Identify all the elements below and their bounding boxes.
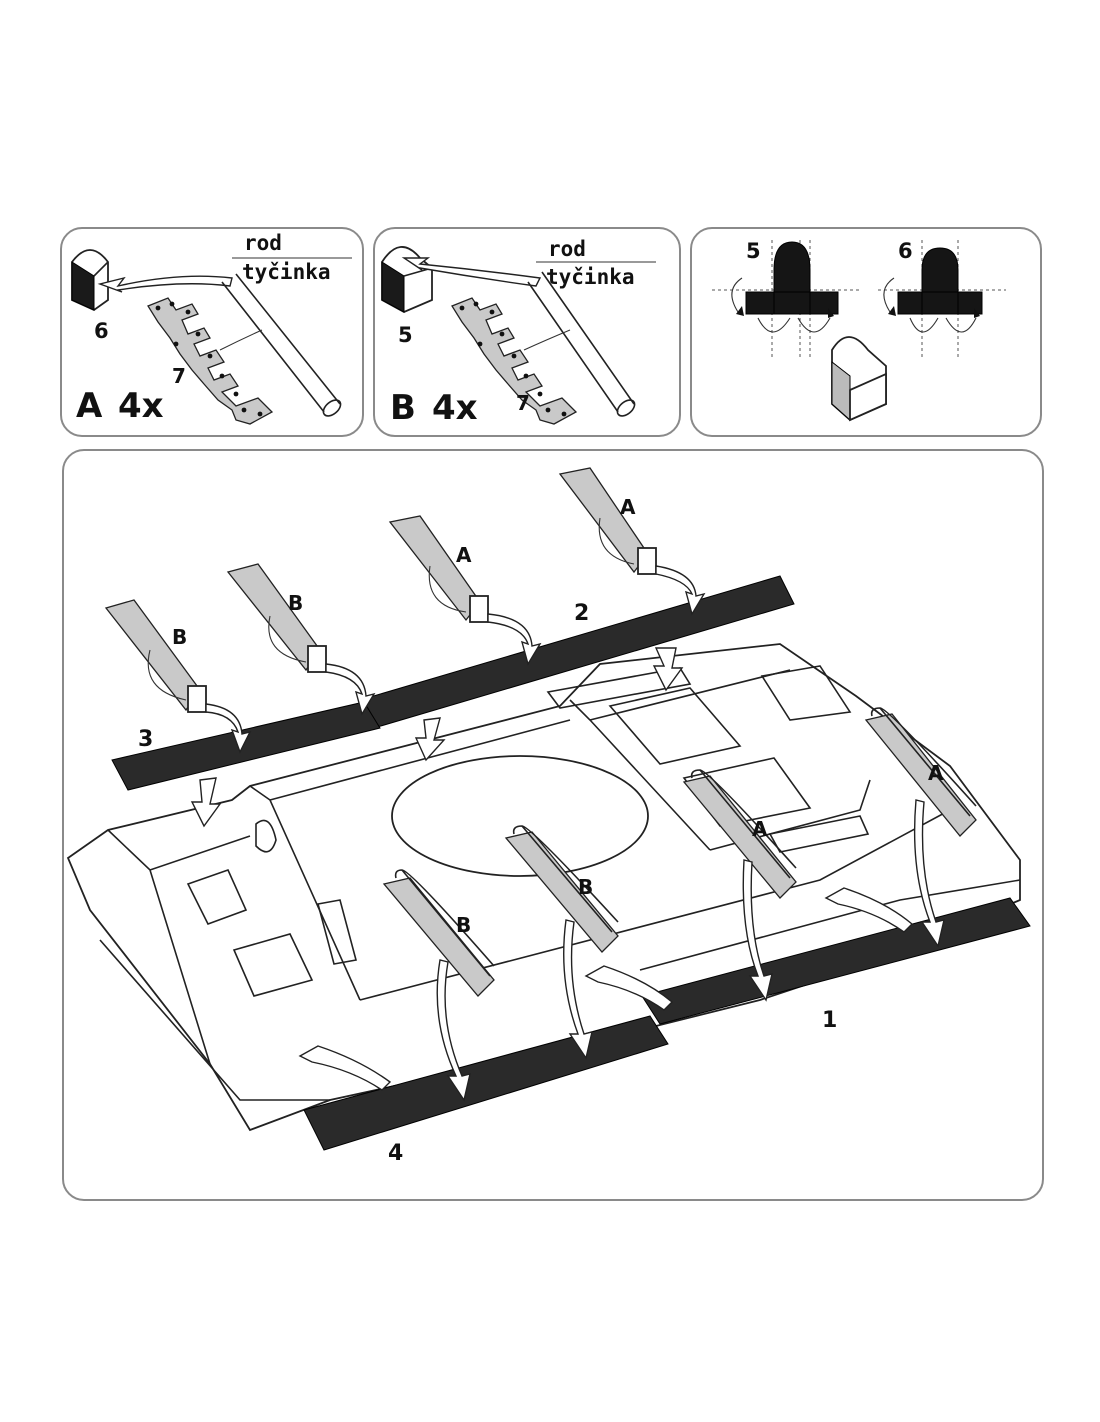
fold-arrow: [584, 965, 674, 1011]
assembly-B-1: [104, 599, 252, 754]
assembly-letter: A: [456, 543, 472, 567]
rod-label: rod: [244, 231, 282, 255]
track-label-2: 2: [574, 601, 589, 626]
assembly-letter: B: [288, 591, 303, 615]
assembly-B-2: [226, 563, 376, 716]
track-3: [111, 701, 381, 791]
assembly-letter: A: [752, 817, 768, 841]
plate-part-7: [451, 297, 578, 425]
assembly-letter: B: [456, 913, 471, 937]
assembly-letter: A: [620, 495, 636, 519]
tank-hull: [66, 643, 1021, 1132]
assembly-label-b: B: [390, 388, 416, 428]
assembly-A-4: [864, 707, 977, 948]
part-number-7: 7: [172, 364, 186, 388]
turret-ring: [391, 755, 649, 877]
fold-arrow: [414, 717, 446, 762]
assembly-letter: A: [928, 761, 944, 785]
track-label-3: 3: [138, 727, 153, 752]
rod: [221, 273, 341, 413]
part-number-5: 5: [398, 323, 413, 347]
part-number-6: 6: [94, 319, 109, 343]
assembly-B-4: [504, 825, 619, 1060]
rod-arrow: [401, 257, 542, 287]
fold-arrow: [298, 1045, 392, 1091]
panel-assembly-a: [60, 227, 364, 437]
assembly-label-a: A: [76, 386, 103, 426]
assembly-letter: B: [172, 625, 187, 649]
fold-part-6: 6: [898, 239, 913, 263]
assembly-letter: B: [578, 875, 593, 899]
assembly-count-a: 4x: [118, 386, 164, 426]
track-label-1: 1: [822, 1008, 837, 1033]
track-4: [303, 1015, 669, 1151]
rod: [527, 271, 635, 413]
rod-label: rod: [548, 237, 586, 261]
part-number-7: 7: [516, 391, 530, 415]
assembly-B-3: [382, 869, 495, 1102]
fold-arrow: [824, 887, 914, 933]
fold-arrow: [190, 777, 222, 828]
fold-template-6: [878, 240, 1006, 360]
assembly-count-b: 4x: [432, 388, 478, 428]
tycinka-label: tyčinka: [242, 260, 331, 284]
fold-template-5: [712, 240, 860, 360]
assembly-A-2: [558, 467, 706, 616]
box-part-6: [71, 249, 109, 312]
assembly-A-3: [682, 769, 797, 1002]
tycinka-label: tyčinka: [546, 265, 635, 289]
folded-box: [831, 336, 887, 422]
rod-arrow: [97, 275, 233, 293]
fold-arrow: [652, 647, 684, 692]
fold-part-5: 5: [746, 239, 761, 263]
track-label-4: 4: [388, 1141, 403, 1166]
assembly-A-1: [388, 515, 542, 666]
plate-part-7: [147, 297, 274, 425]
